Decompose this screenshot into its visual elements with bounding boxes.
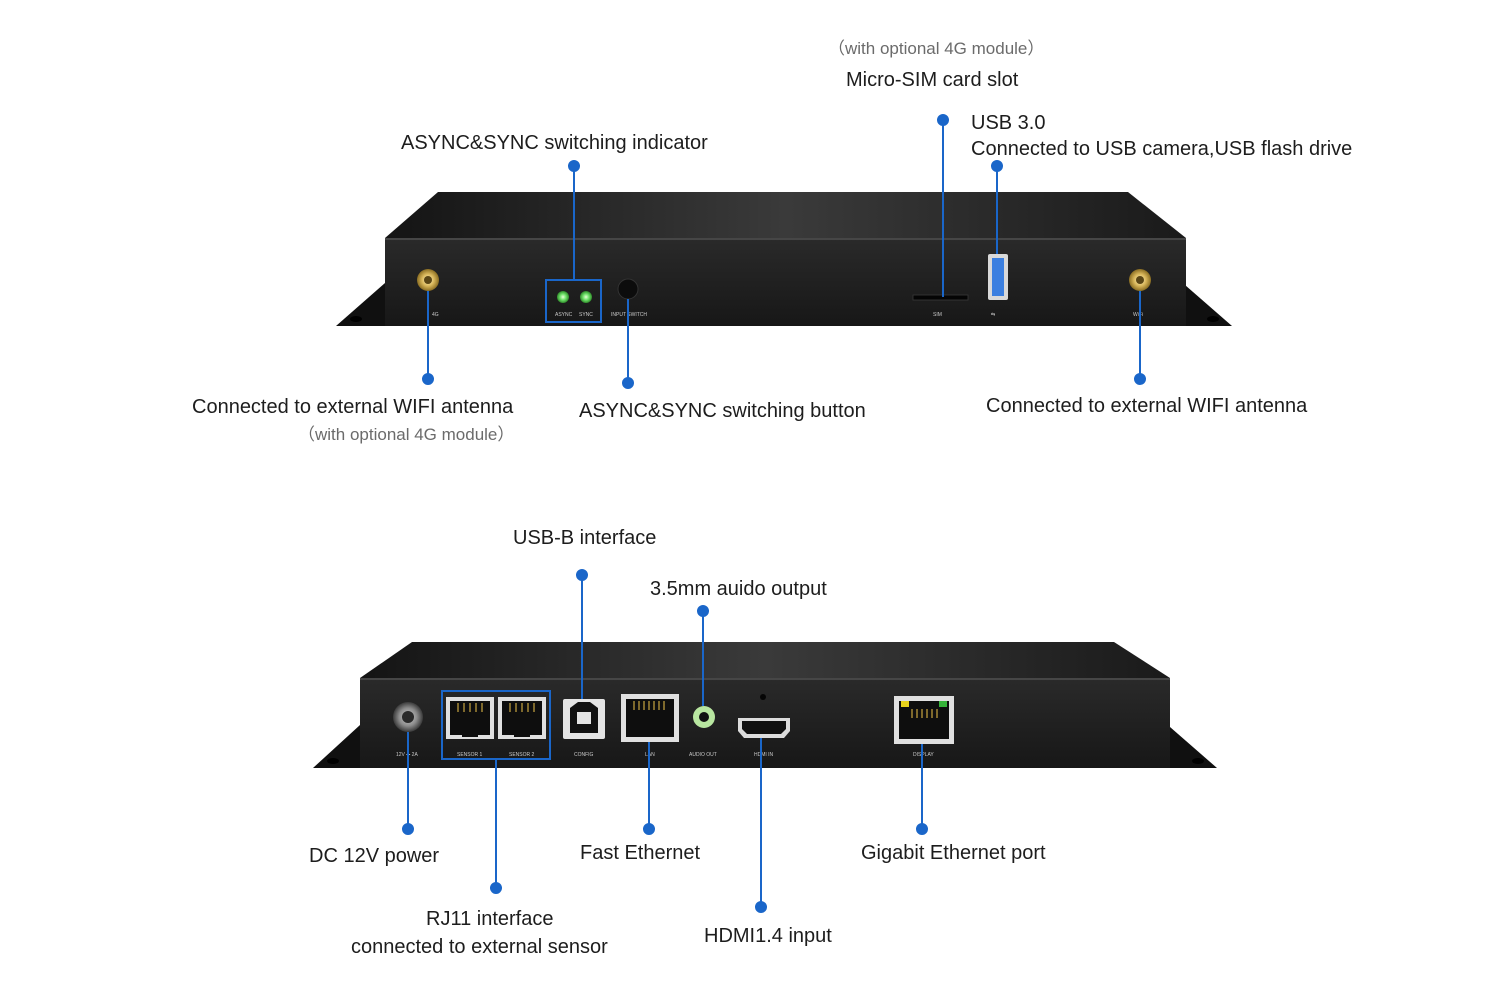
sync-indicator-label: ASYNC&SYNC switching indicator bbox=[401, 132, 708, 154]
callout-dot bbox=[622, 377, 634, 389]
svg-text:⇆: ⇆ bbox=[991, 312, 995, 318]
device-front-face bbox=[385, 238, 1186, 326]
callout-dot bbox=[916, 823, 928, 835]
callout-dot bbox=[991, 160, 1003, 172]
callout-dot bbox=[697, 605, 709, 617]
indicator-hole bbox=[760, 694, 766, 700]
silk-sim: SIM bbox=[933, 312, 942, 318]
input-switch-button bbox=[617, 278, 639, 300]
usb3-title: USB 3.0 bbox=[971, 112, 1046, 134]
async-led bbox=[557, 291, 569, 303]
rj11-title: RJ11 interface bbox=[426, 908, 554, 930]
mount-ear-right bbox=[1185, 285, 1232, 326]
callout-dot bbox=[422, 373, 434, 385]
device-top bbox=[360, 642, 1170, 678]
silk-input-switch: INPUT SWITCH bbox=[611, 312, 647, 318]
rear-leader-lines bbox=[402, 569, 928, 913]
silk-async: ASYNC bbox=[555, 312, 573, 318]
silk-sensor1: SENSOR 1 bbox=[457, 752, 483, 758]
usb-b-label: USB-B interface bbox=[513, 527, 657, 549]
silk-audio-out: AUDIO OUT bbox=[689, 752, 717, 758]
hdmi-port bbox=[738, 718, 790, 738]
mount-ear-left bbox=[336, 283, 385, 326]
fast-ethernet-label: Fast Ethernet bbox=[580, 842, 701, 864]
gigabit-port bbox=[894, 696, 954, 744]
gigabit-ethernet-label: Gigabit Ethernet port bbox=[861, 842, 1046, 864]
usb-b-port bbox=[563, 699, 605, 739]
rear-device: 12V ⎓ 2A SENSOR 1 SENSOR 2 bbox=[313, 642, 1217, 768]
audio-output-label: 3.5mm auido output bbox=[650, 578, 827, 600]
wifi-antenna-left-label: Connected to external WIFI antenna bbox=[192, 396, 514, 418]
silk-sensor2: SENSOR 2 bbox=[509, 752, 535, 758]
usb3-description: Connected to USB camera,USB flash drive bbox=[971, 138, 1353, 160]
mount-ear-right bbox=[1170, 727, 1217, 768]
silk-sync: SYNC bbox=[579, 312, 593, 318]
callout-dot bbox=[568, 160, 580, 172]
callout-dot bbox=[755, 901, 767, 913]
silk-display: DISPLAY bbox=[913, 752, 934, 758]
callout-dot bbox=[1134, 373, 1146, 385]
dc-power-label: DC 12V power bbox=[309, 845, 440, 867]
callout-dot bbox=[490, 882, 502, 894]
sim-note: （with optional 4G module） bbox=[828, 39, 1045, 58]
callout-dot bbox=[576, 569, 588, 581]
mount-ear-left bbox=[313, 725, 360, 768]
silk-config: CONFIG bbox=[574, 752, 594, 758]
lan-port bbox=[621, 694, 679, 742]
rj11-port-2 bbox=[498, 697, 546, 739]
wifi-antenna-right-label: Connected to external WIFI antenna bbox=[986, 395, 1308, 417]
silk-lan: LAN bbox=[645, 752, 655, 758]
wifi-antenna-left-note: （with optional 4G module） bbox=[298, 425, 515, 444]
front-device: 4G ASYNC SYNC INPUT SWITCH SIM ⇆ WiFi bbox=[336, 192, 1232, 326]
callout-dot bbox=[643, 823, 655, 835]
sim-slot-label: Micro-SIM card slot bbox=[846, 69, 1019, 91]
sync-button-label: ASYNC&SYNC switching button bbox=[579, 400, 866, 422]
hdmi-input-label: HDMI1.4 input bbox=[704, 925, 832, 947]
rj11-port-1 bbox=[446, 697, 494, 739]
mount-hole bbox=[1207, 316, 1219, 322]
rj11-description: connected to external sensor bbox=[351, 936, 608, 958]
device-top bbox=[385, 192, 1186, 238]
front-leader-lines bbox=[422, 114, 1146, 389]
silk-hdmi-in: HDMI IN bbox=[754, 752, 774, 758]
callout-dot bbox=[937, 114, 949, 126]
callout-dot bbox=[402, 823, 414, 835]
sim-slot bbox=[912, 294, 969, 301]
silk-wifi: WiFi bbox=[1133, 312, 1143, 318]
sync-led bbox=[580, 291, 592, 303]
mount-hole bbox=[350, 316, 362, 322]
silk-left-ant: 4G bbox=[432, 312, 439, 318]
